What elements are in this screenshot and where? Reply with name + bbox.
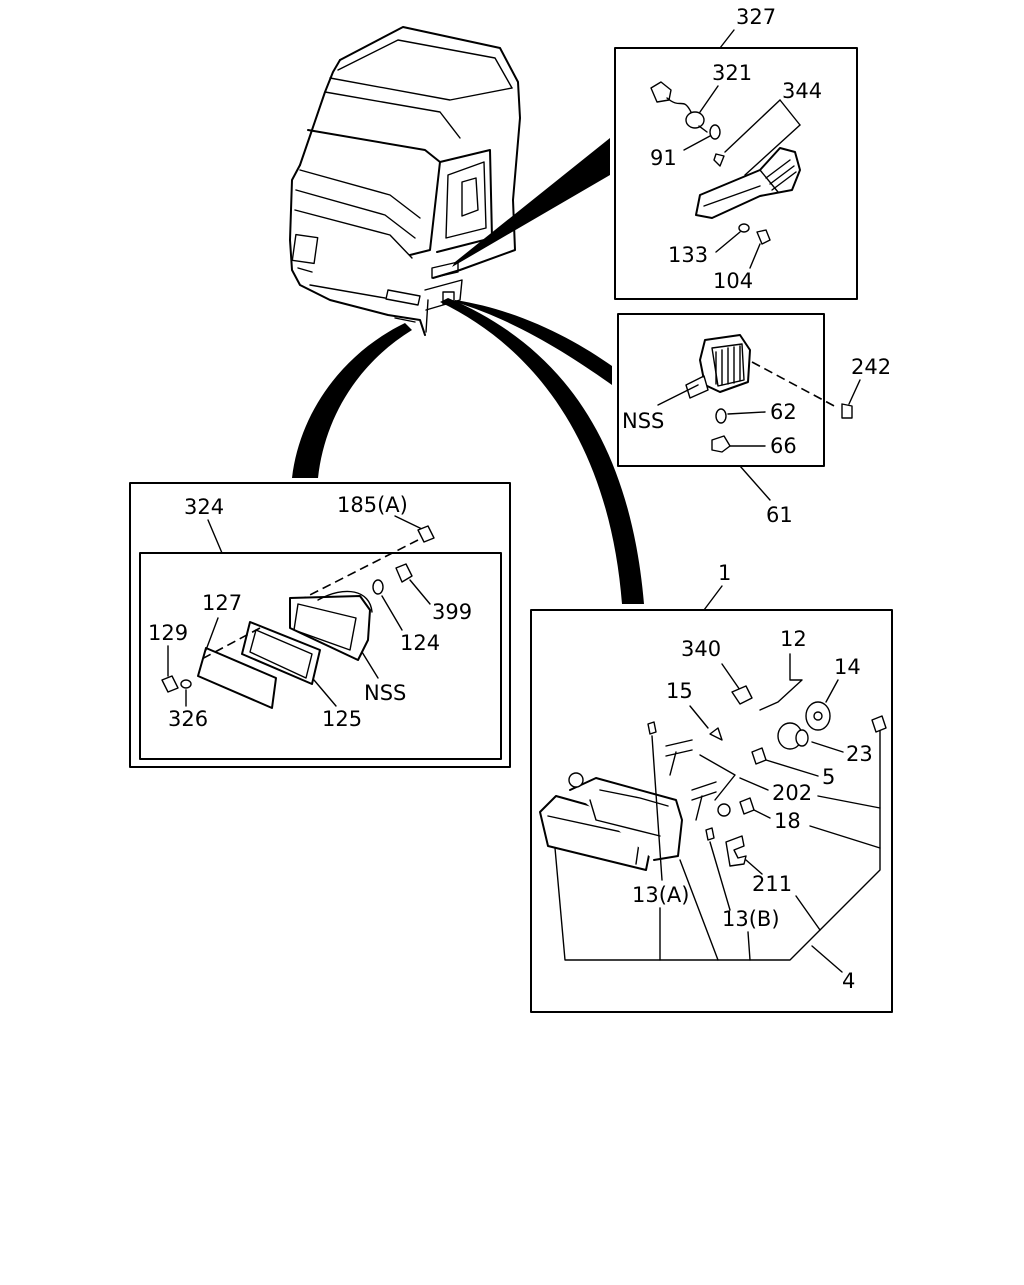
label-133: 133 [668, 243, 708, 267]
label-nss-front: NSS [364, 681, 406, 705]
label-12: 12 [780, 627, 807, 651]
label-104: 104 [713, 269, 753, 293]
label-125: 125 [322, 707, 362, 731]
label-321: 321 [712, 61, 752, 85]
label-4: 4 [842, 969, 855, 993]
box-324-front-lamp: 324 185(A) 399 124 NSS 125 127 129 [129, 482, 511, 768]
label-344: 344 [782, 79, 822, 103]
label-185a: 185(A) [337, 493, 408, 517]
label-399: 399 [432, 600, 472, 624]
box-327-corner-lamp: 327 321 91 344 133 104 [614, 5, 858, 300]
label-1: 1 [718, 561, 731, 585]
label-327: 327 [736, 5, 776, 29]
label-91: 91 [650, 146, 677, 170]
label-211: 211 [752, 872, 792, 896]
label-340: 340 [681, 637, 721, 661]
label-127: 127 [202, 591, 242, 615]
label-18: 18 [774, 809, 801, 833]
label-13a: 13(A) [632, 883, 689, 907]
label-326: 326 [168, 707, 208, 731]
label-129: 129 [148, 621, 188, 645]
leader-wedges [292, 138, 644, 604]
label-nss-side: NSS [622, 409, 664, 433]
label-23: 23 [846, 742, 873, 766]
truck-cab-drawing [289, 26, 521, 336]
box-61-side-marker: NSS 242 62 66 61 [617, 313, 891, 527]
box-1-headlamp: 1 340 12 14 15 23 5 [530, 561, 893, 1013]
label-14: 14 [834, 655, 861, 679]
label-15: 15 [666, 679, 693, 703]
label-202: 202 [772, 781, 812, 805]
label-62: 62 [770, 400, 797, 424]
label-66: 66 [770, 434, 797, 458]
label-5: 5 [822, 765, 835, 789]
label-242: 242 [851, 355, 891, 379]
label-61: 61 [766, 503, 793, 527]
label-13b: 13(B) [722, 907, 780, 931]
label-324: 324 [184, 495, 224, 519]
label-124: 124 [400, 631, 440, 655]
